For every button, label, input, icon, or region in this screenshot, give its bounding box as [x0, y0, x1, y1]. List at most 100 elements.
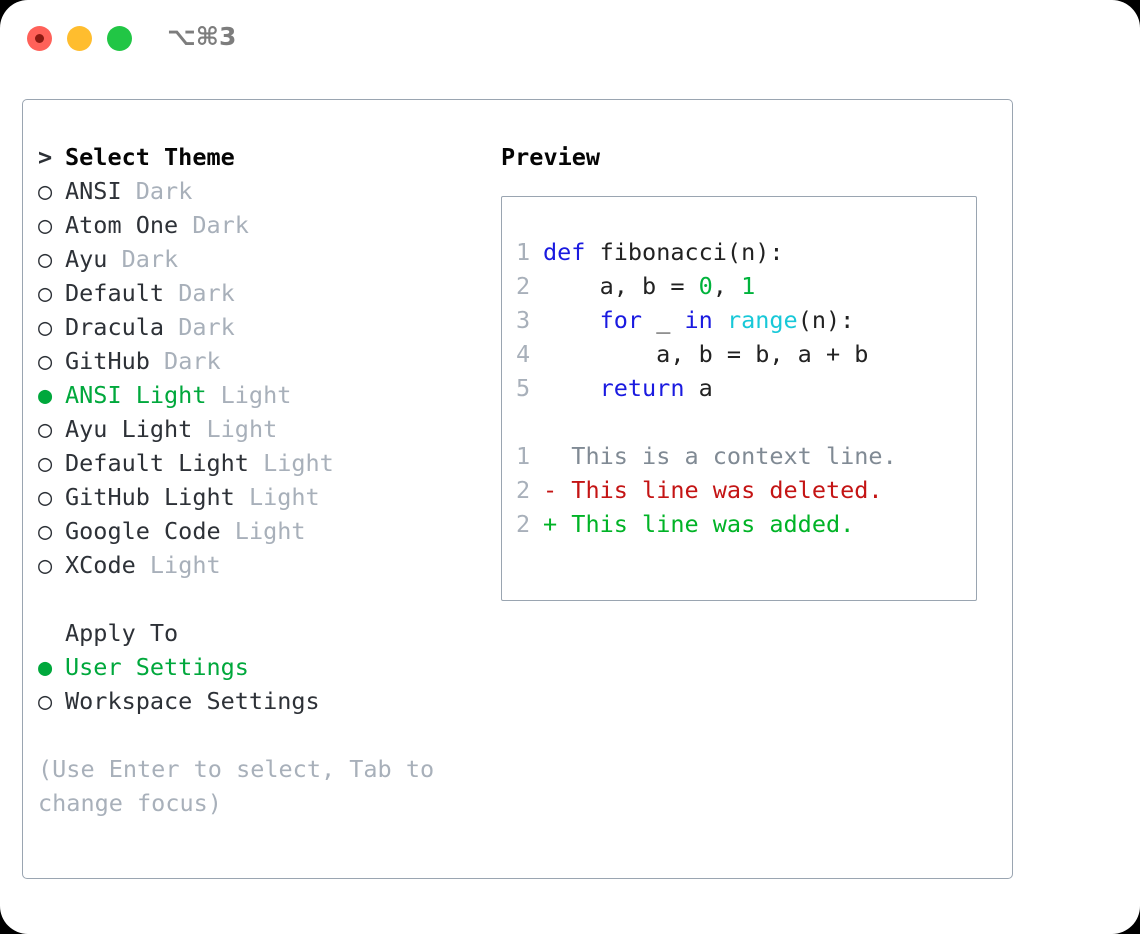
diff-line: 2 + This line was added. [516, 507, 970, 541]
theme-option-dracula[interactable]: ○ Dracula Dark [38, 310, 478, 344]
theme-option-xcode[interactable]: ○ XCode Light [38, 548, 478, 582]
radio-empty-icon: ○ [38, 483, 53, 511]
radio-empty-icon: ○ [38, 517, 53, 545]
code-line: 3 for _ in range(n): [516, 303, 970, 337]
theme-option-ansi[interactable]: ○ ANSI Dark [38, 174, 478, 208]
radio-empty-icon: ○ [38, 449, 53, 477]
theme-option-label: Dracula [65, 313, 165, 341]
theme-option-label: Google Code [65, 517, 221, 545]
theme-option-ayu-light[interactable]: ○Ayu Light Light [38, 412, 478, 446]
radio-empty-icon: ○ [38, 687, 53, 715]
theme-option-ayu[interactable]: ○Ayu Dark [38, 242, 478, 276]
apply-to-heading: Apply To [38, 616, 478, 650]
code-token: for [599, 306, 643, 334]
prompt-caret-icon: > [38, 143, 53, 171]
theme-option-github[interactable]: ○GitHub Dark [38, 344, 478, 378]
theme-option-variant: Dark [192, 211, 249, 239]
code-line: 4 a, b = b, a + b [516, 337, 970, 371]
apply-to-label: Apply To [65, 619, 179, 647]
select-theme-label: Select Theme [65, 143, 235, 171]
line-number: 1 [516, 442, 531, 470]
radio-empty-icon: ○ [38, 245, 53, 273]
radio-empty-icon: ○ [38, 313, 53, 341]
section-spacer [38, 582, 478, 616]
theme-option-label: ANSI Light [65, 381, 207, 409]
theme-option-label: Ayu [65, 245, 108, 273]
diff-marker [543, 442, 557, 470]
diff-text: This is a context line. [557, 442, 897, 470]
radio-empty-icon: ○ [38, 551, 53, 579]
line-number: 4 [516, 340, 531, 368]
code-line: 5 return a [516, 371, 970, 405]
radio-selected-icon: ● [38, 653, 53, 681]
theme-option-label: Default Light [65, 449, 249, 477]
theme-option-default[interactable]: ○ Default Dark [38, 276, 478, 310]
apply-to-option-workspace-settings[interactable]: ○ Workspace Settings [38, 684, 478, 718]
code-token: 1 [741, 272, 756, 300]
line-number: 2 [516, 510, 531, 538]
theme-option-variant: Dark [178, 313, 235, 341]
theme-option-variant: Dark [178, 279, 235, 307]
code-token: (n): [797, 306, 855, 334]
title-bar: ⌥⌘3 [0, 0, 1140, 78]
apply-to-list: ● User Settings ○ Workspace Settings [38, 650, 478, 718]
diff-line: 2- This line was deleted. [516, 473, 970, 507]
code-token: def [543, 238, 586, 266]
apply-to-option-user-settings[interactable]: ● User Settings [38, 650, 478, 684]
theme-option-label: Default [65, 279, 165, 307]
preview-heading: Preview [501, 143, 601, 171]
code-token [543, 374, 600, 402]
theme-option-label: XCode [65, 551, 136, 579]
code-token: return [599, 374, 685, 402]
code-token: fibonacci(n): [585, 238, 784, 266]
line-number: 2 [516, 272, 531, 300]
theme-option-google-code[interactable]: ○ Google Code Light [38, 514, 478, 548]
keyboard-hint-text: (Use Enter to select, Tab to change focu… [38, 755, 435, 817]
code-diff-separator [516, 405, 970, 439]
code-token: a, b = b, a + b [543, 340, 869, 368]
theme-option-atom-one[interactable]: ○Atom One Dark [38, 208, 478, 242]
code-token [543, 306, 600, 334]
theme-option-variant: Light [248, 483, 320, 511]
theme-picker-panel: >Select Theme ○ANSI Dark○Atom One Dark○A… [22, 99, 1013, 879]
theme-option-variant: Dark [164, 347, 221, 375]
minimize-window-button[interactable] [67, 26, 92, 51]
radio-empty-icon: ○ [38, 415, 53, 443]
code-token: in [684, 306, 713, 334]
apply-to-option-label: Workspace Settings [65, 687, 320, 715]
code-token: _ [642, 306, 685, 334]
line-number: 5 [516, 374, 531, 402]
code-token: range [726, 306, 798, 334]
theme-option-variant: Light [149, 551, 221, 579]
theme-option-variant: Light [220, 381, 292, 409]
theme-list: ○ANSI Dark○Atom One Dark○Ayu Dark○Defaul… [38, 174, 478, 582]
theme-option-variant: Light [234, 517, 306, 545]
theme-option-ansi-light[interactable]: ●ANSI Light Light [38, 378, 478, 412]
apply-to-option-label: User Settings [65, 653, 249, 681]
code-token: 0 [698, 272, 713, 300]
theme-option-variant: Dark [135, 177, 193, 205]
diff-marker: + [543, 510, 558, 538]
theme-option-default-light[interactable]: ○Default Light Light [38, 446, 478, 480]
radio-empty-icon: ○ [38, 279, 53, 307]
theme-option-github-light[interactable]: ○GitHub Light Light [38, 480, 478, 514]
code-line: 2 a, b = 0, 1 [516, 269, 970, 303]
theme-option-label: Ayu Light [65, 415, 193, 443]
maximize-window-button[interactable] [107, 26, 132, 51]
line-number: 3 [516, 306, 531, 334]
radio-empty-icon: ○ [38, 177, 53, 205]
close-window-button[interactable] [27, 26, 52, 51]
diff-text: This line was added. [557, 510, 855, 538]
line-number: 2 [516, 476, 531, 504]
window-title: ⌥⌘3 [167, 22, 237, 51]
select-theme-heading: > Select Theme [38, 140, 478, 174]
code-token: a, b = [543, 272, 699, 300]
theme-option-label: ANSI [65, 177, 122, 205]
code-token [713, 306, 727, 334]
diff-line: 1 This is a context line. [516, 439, 970, 473]
